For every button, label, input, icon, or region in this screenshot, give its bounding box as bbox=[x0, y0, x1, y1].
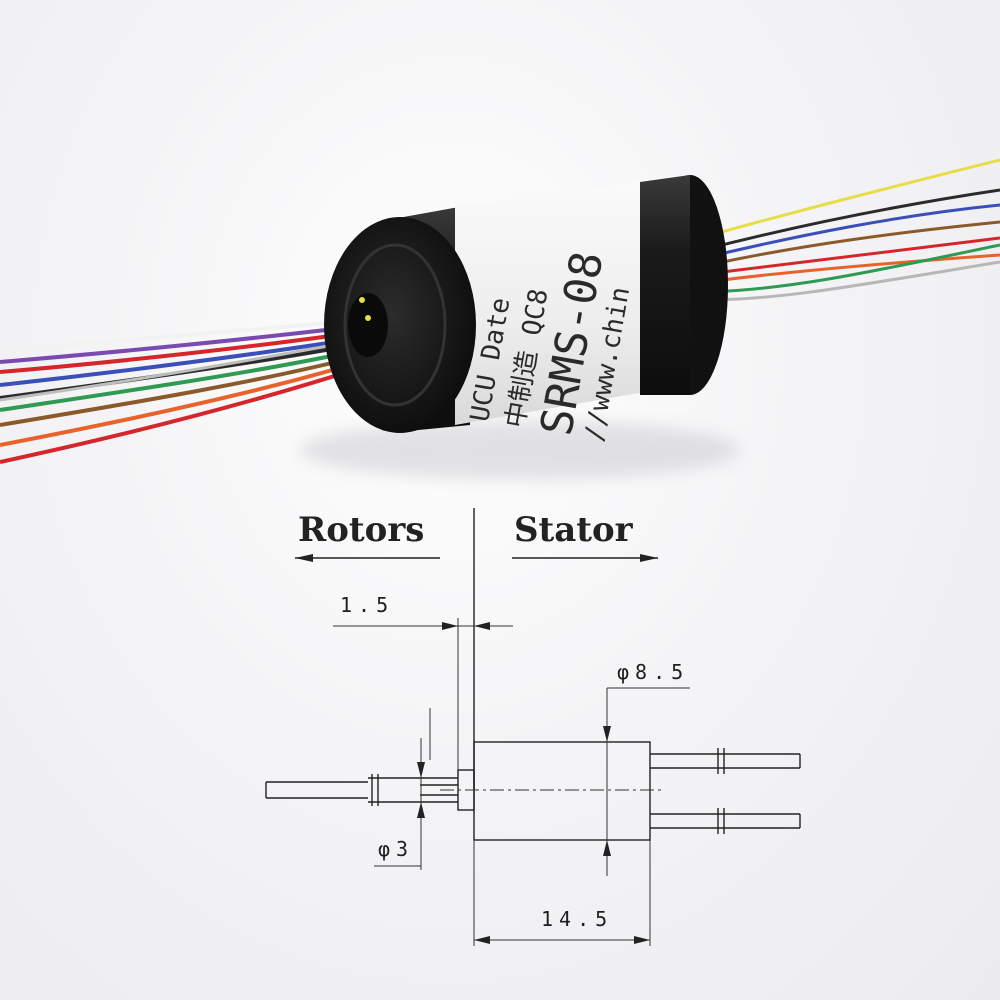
rotor-wires bbox=[0, 318, 361, 464]
product-label bbox=[455, 178, 668, 425]
technical-drawing: Rotors Stator 1.5 bbox=[265, 508, 801, 946]
dim-rotor-length: 1.5 bbox=[340, 593, 394, 617]
stator-wires bbox=[699, 158, 1000, 302]
rotor-face bbox=[324, 217, 476, 433]
stator-label: Stator bbox=[514, 510, 634, 550]
dim-body-diameter: φ8.5 bbox=[617, 660, 689, 684]
slip-ring-body bbox=[324, 175, 728, 433]
rotors-label: Rotors bbox=[298, 510, 424, 550]
ring-shadow bbox=[300, 420, 740, 480]
dim-shaft-diameter: φ3 bbox=[378, 837, 414, 861]
dim-body-length: 14.5 bbox=[541, 907, 613, 931]
